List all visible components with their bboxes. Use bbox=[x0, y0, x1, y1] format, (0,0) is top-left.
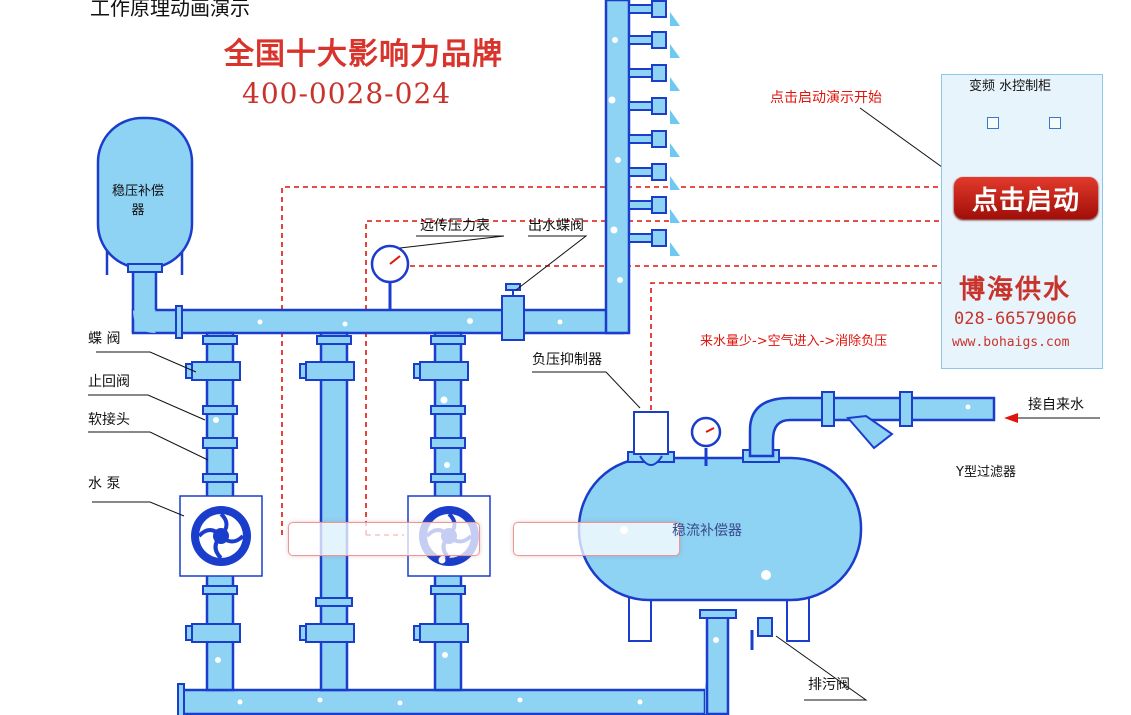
start-hint: 点击启动演示开始 bbox=[770, 90, 882, 106]
tap bbox=[628, 64, 680, 91]
negative-pressure-suppressor bbox=[633, 411, 669, 466]
riser-taps bbox=[628, 0, 680, 256]
tap bbox=[628, 163, 680, 190]
butterfly-valve-label: 蝶 阀 bbox=[88, 331, 121, 347]
drain-valve-label: 排污阀 bbox=[808, 677, 850, 693]
outlet-butterfly-valve bbox=[501, 283, 525, 341]
animation-bubble-right bbox=[513, 522, 680, 556]
remote-pressure-gauge bbox=[370, 244, 410, 310]
brand-slogan: 全国十大影响力品牌 bbox=[224, 37, 503, 72]
inlet-pipe bbox=[748, 391, 996, 458]
inlet-label: 接自来水 bbox=[1028, 397, 1084, 413]
flow-tank-label: 稳流补偿器 bbox=[672, 523, 742, 539]
start-button[interactable]: 点击启动 bbox=[954, 177, 1098, 219]
company-website[interactable]: www.bohaigs.com bbox=[952, 335, 1070, 350]
tap bbox=[628, 196, 680, 223]
hotline-number: 400-0028-024 bbox=[242, 77, 452, 110]
tap bbox=[628, 0, 680, 26]
tank-label: 稳压补偿器 bbox=[112, 184, 165, 218]
pump-1 bbox=[179, 495, 263, 577]
indicator-light bbox=[987, 117, 999, 129]
check-valve-label: 止回阀 bbox=[88, 374, 130, 390]
tap bbox=[628, 31, 680, 58]
tap bbox=[628, 130, 680, 157]
company-name: 博海供水 bbox=[959, 275, 1072, 305]
tank-gauge bbox=[690, 416, 722, 466]
suppressor-label: 负压抑制器 bbox=[532, 352, 602, 368]
animation-bubble-left bbox=[288, 522, 480, 556]
bottom-pipe bbox=[177, 610, 730, 715]
outlet-valve-label: 出水蝶阀 bbox=[528, 218, 584, 234]
inlet-arrow-head bbox=[1004, 413, 1018, 423]
pressure-tank bbox=[96, 116, 194, 275]
leader-lines bbox=[88, 107, 1100, 701]
control-cabinet: 变频 水控制柜 点击启动 博海供水 028-66579066 www.bohai… bbox=[941, 74, 1103, 369]
filter-label: Y型过滤器 bbox=[956, 465, 1016, 480]
indicator-light bbox=[1049, 117, 1061, 129]
low-flow-hint: 来水量少->空气进入->消除负压 bbox=[700, 334, 888, 349]
water-bubbles bbox=[213, 37, 971, 706]
tap bbox=[628, 229, 680, 256]
soft-joint-label: 软接头 bbox=[88, 412, 130, 428]
pressure-gauge-label: 远传压力表 bbox=[420, 218, 490, 234]
tap bbox=[628, 97, 680, 124]
page-title: 工作原理动画演示 bbox=[90, 0, 250, 20]
branch-fittings bbox=[185, 335, 469, 643]
company-phone: 028-66579066 bbox=[954, 309, 1077, 329]
control-cabinet-title: 变频 水控制柜 bbox=[969, 79, 1052, 94]
pump-label: 水 泵 bbox=[88, 476, 121, 492]
header-pipe bbox=[131, 0, 631, 339]
